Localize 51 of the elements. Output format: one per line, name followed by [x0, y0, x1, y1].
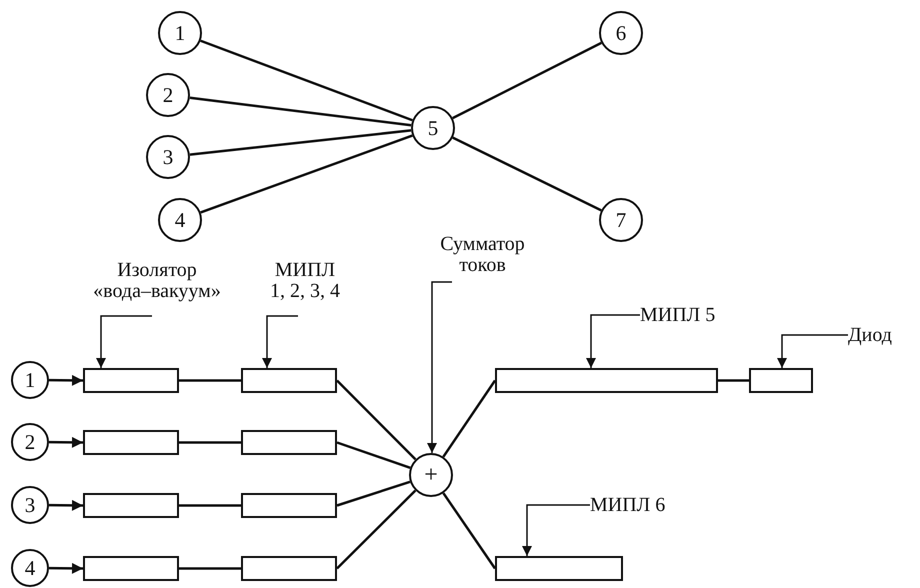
- connector-line: [718, 379, 749, 382]
- connector-line: [442, 492, 496, 570]
- rectangle-block: [83, 430, 179, 455]
- rectangle-block: [83, 368, 179, 393]
- numbered-circle: 6: [599, 11, 643, 55]
- numbered-circle: 4: [158, 198, 202, 242]
- numbered-circle: 2: [146, 73, 190, 117]
- numbered-circle: 1: [158, 11, 202, 55]
- connector-line: [336, 480, 410, 507]
- numbered-circle: 7: [599, 198, 643, 242]
- connector-line: [336, 490, 416, 570]
- connector-line: [200, 134, 413, 214]
- rectangle-block: [241, 493, 337, 518]
- arrow: [48, 436, 84, 448]
- numbered-circle: 4: [11, 549, 49, 587]
- connector-line: [452, 136, 602, 212]
- rectangle-block: [241, 368, 337, 393]
- numbered-circle: 2: [11, 423, 49, 461]
- leader-line: [586, 314, 640, 368]
- leader-line: [522, 504, 590, 556]
- rectangle-block: [749, 368, 813, 393]
- numbered-circle: 1: [11, 361, 49, 399]
- connector-line: [179, 567, 241, 570]
- callout-label: Диод: [848, 324, 892, 346]
- arrow: [48, 500, 84, 511]
- numbered-circle: 3: [146, 135, 190, 179]
- arrow: [48, 562, 84, 574]
- rectangle-block: [495, 556, 623, 581]
- leader-line: [96, 315, 152, 368]
- connector-line: [336, 441, 411, 469]
- connector-line: [190, 129, 412, 156]
- connector-line: [179, 379, 241, 382]
- numbered-circle: 3: [11, 486, 49, 524]
- leader-line: [262, 315, 298, 368]
- leader-line: [777, 334, 848, 368]
- arrow: [48, 374, 84, 386]
- connector-line: [442, 380, 496, 458]
- rectangle-block: [83, 556, 179, 581]
- summing-junction: +: [409, 453, 453, 497]
- numbered-circle: 5: [411, 106, 455, 150]
- rectangle-block: [83, 493, 179, 518]
- leader-line: [427, 281, 452, 454]
- rectangle-block: [241, 430, 337, 455]
- connector-line: [452, 42, 602, 120]
- rectangle-block: [241, 556, 337, 581]
- connector-line: [336, 380, 416, 460]
- connector-line: [200, 40, 413, 122]
- rectangle-block: [495, 368, 718, 393]
- connector-line: [179, 441, 241, 444]
- connector-line: [190, 96, 412, 127]
- connector-line: [179, 504, 241, 507]
